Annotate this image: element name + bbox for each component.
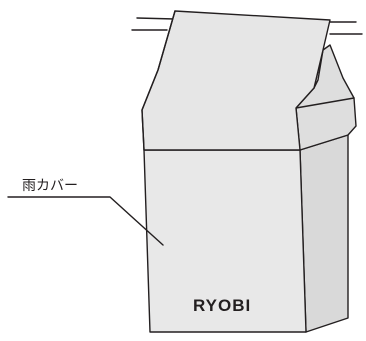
flap-fold-line bbox=[295, 97, 355, 109]
cover-side-panel bbox=[299, 134, 349, 333]
callout-label: 雨カバー bbox=[22, 177, 78, 193]
rail-line-left-upper bbox=[136, 17, 176, 20]
callout-leader-line bbox=[7, 196, 164, 246]
support-rail bbox=[131, 17, 363, 35]
hood-left-edge bbox=[141, 10, 176, 151]
brand-logo: RYOBI bbox=[193, 296, 251, 315]
